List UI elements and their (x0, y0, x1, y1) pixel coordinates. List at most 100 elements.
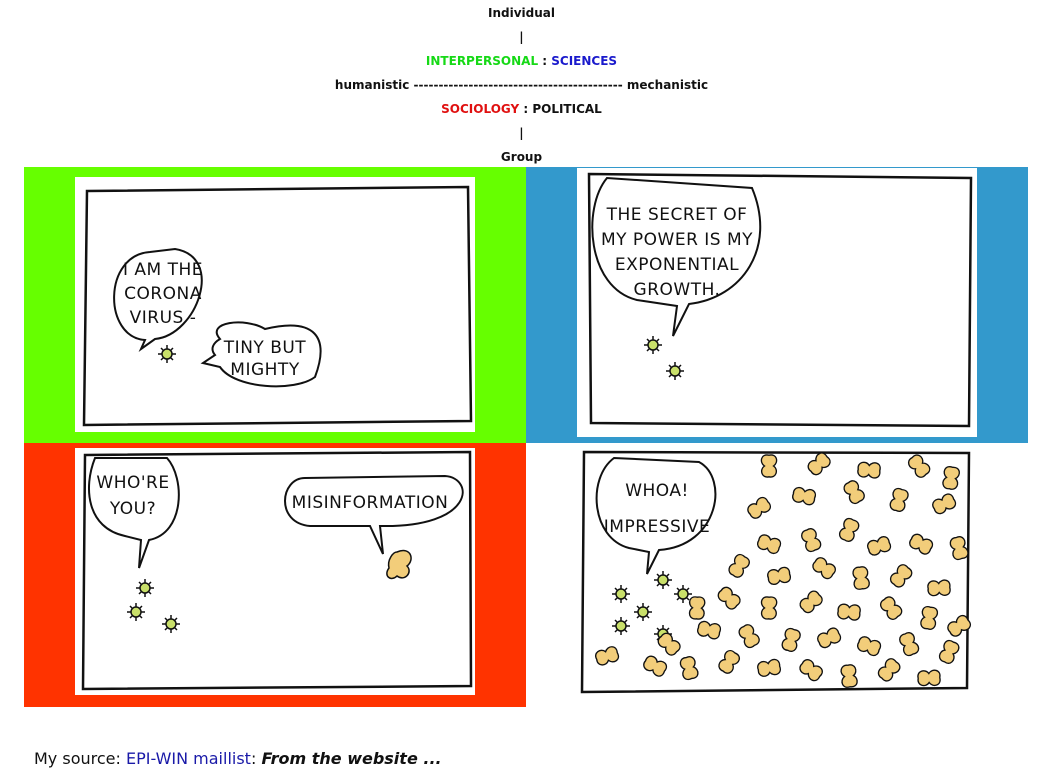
header-bar-2: | (519, 126, 524, 140)
label-sciences: SCIENCES (551, 54, 618, 68)
speech-bubble (284, 474, 464, 555)
virus-icon (674, 585, 692, 603)
peanut-icon (857, 636, 882, 657)
bubble-line: WHO'RE (96, 473, 169, 493)
peanut-icon (760, 596, 778, 620)
bubble-line: MISINFORMATION (292, 493, 449, 513)
peanut-icon (840, 664, 858, 688)
peanut-icon (932, 493, 957, 515)
speech-bubble (113, 247, 203, 352)
peanut-icon (801, 528, 822, 553)
peanut-icon (760, 454, 778, 478)
bubble-text: WHO'RE YOU? (96, 473, 169, 519)
virus-icon (654, 571, 672, 589)
peanut-icon (738, 624, 760, 649)
peanut-icon (927, 579, 951, 597)
source-colon: : (250, 749, 262, 768)
peanut-icon (879, 596, 903, 620)
peanut-icon (917, 669, 941, 687)
bubble-line: I AM THE (123, 260, 203, 280)
header-row-4: SOCIOLOGY : POLITICAL (0, 101, 1043, 117)
separator: : (538, 54, 552, 68)
bubble-line: YOU? (109, 499, 156, 519)
peanut-icon (688, 596, 706, 620)
bubble-text: WHOA! IMPRESSIVE (604, 481, 710, 537)
virus-icon (666, 362, 684, 380)
bubble-line: THE SECRET OF (606, 205, 748, 225)
peanut-icon (852, 566, 870, 590)
virus-icon (612, 585, 630, 603)
comic-panel-3: WHO'RE YOU? MISINFORMATION (75, 448, 475, 695)
label-interpersonal: INTERPERSONAL (425, 54, 539, 68)
peanut-icon (799, 659, 823, 682)
peanut-icon (757, 658, 781, 677)
bubble-line: CORONA (124, 284, 202, 304)
peanut-icon (807, 452, 831, 476)
source-line: My source: EPI-WIN maillist: From the we… (34, 749, 442, 768)
virus-icon (644, 336, 662, 354)
peanut-icon (889, 564, 913, 588)
peanut-icon (889, 487, 909, 512)
peanut-icon (595, 646, 620, 666)
header-axis: humanistic -----------------------------… (334, 78, 709, 92)
peanut-icon (697, 620, 722, 640)
virus-icon (127, 603, 145, 621)
bubble-line: TINY BUT (223, 338, 307, 358)
peanut-icon (938, 639, 960, 664)
peanut-icon (838, 517, 860, 542)
virus-icon (162, 615, 180, 633)
bubble-line: GROWTH. (634, 280, 721, 300)
peanut-icon (728, 553, 750, 578)
bubble-text: I AM THE CORONA VIRUS - (123, 260, 203, 328)
peanut-icon (717, 586, 741, 610)
peanut-icon (386, 549, 412, 580)
source-prefix: My source: (34, 749, 126, 768)
peanut-icon (657, 632, 681, 656)
peanut-icon (643, 655, 668, 677)
peanut-icon (920, 606, 939, 630)
peanut-icon (907, 454, 931, 478)
peanut-icon (781, 627, 801, 652)
source-link[interactable]: EPI-WIN maillist (125, 749, 251, 768)
peanut-icon (718, 649, 741, 674)
source-tail: From the website ... (261, 749, 442, 768)
peanut-icon (747, 496, 771, 519)
bubble-line: WHOA! (625, 481, 689, 501)
peanut-icon (799, 590, 823, 614)
peanut-icon (792, 486, 817, 506)
speech-bubble (591, 176, 762, 337)
virus-icon (612, 617, 630, 635)
peanut-icon (843, 480, 865, 505)
peanut-icon (837, 603, 861, 621)
peanut-icon (867, 536, 892, 556)
bubble-text: MISINFORMATION (292, 493, 449, 513)
comic-panel-2: THE SECRET OF MY POWER IS MY EXPONENTIAL GR… (577, 168, 977, 437)
peanut-icon (817, 627, 842, 649)
bubble-line: MY POWER IS MY (601, 230, 753, 250)
virus-icon (634, 603, 652, 621)
peanut-icon (877, 658, 901, 682)
header-bar-1: | (519, 30, 524, 44)
peanut-icon (812, 557, 836, 580)
comic-panel-4: WHOA! IMPRESSIVE (579, 448, 974, 696)
bubble-line: VIRUS - (130, 308, 197, 328)
separator: : (519, 102, 533, 116)
peanut-icon (942, 466, 960, 490)
peanut-icon (949, 536, 969, 561)
bubble-text: THE SECRET OF MY POWER IS MY EXPONENTIAL GR… (601, 205, 753, 300)
peanut-icon (899, 632, 920, 657)
peanut-icon (947, 614, 972, 637)
virus-icon (136, 579, 154, 597)
peanut-icon (679, 656, 699, 681)
peanut-icon (767, 566, 791, 585)
header-row-2: INTERPERSONAL : SCIENCES (0, 53, 1043, 69)
speech-bubble (88, 457, 180, 569)
virus-icon (158, 345, 176, 363)
header-individual: Individual (488, 6, 555, 20)
peanut-icon (857, 461, 881, 479)
bubble-line: EXPONENTIAL (615, 255, 739, 275)
peanut-icon (909, 533, 934, 555)
bubble-line: IMPRESSIVE (604, 517, 710, 537)
